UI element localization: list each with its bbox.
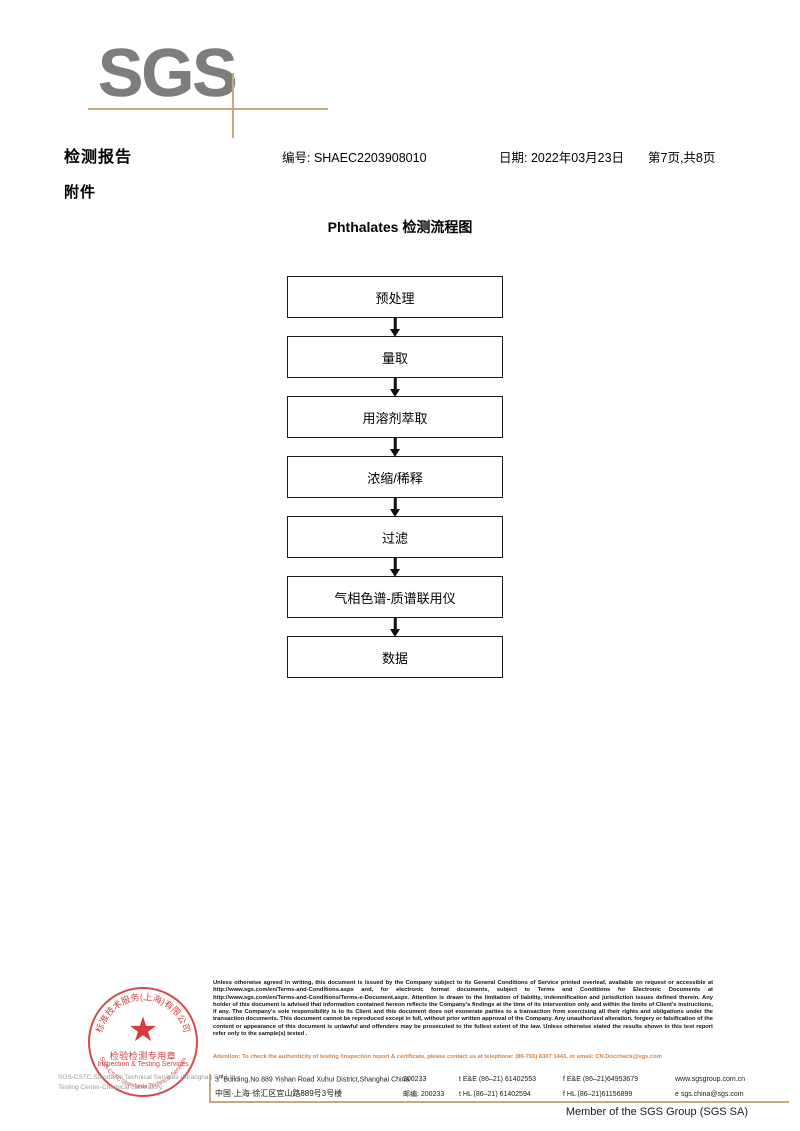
flow-arrow-down-icon [287,498,503,517]
address-row-cn: 中国·上海·徐汇区宜山路889号3号楼 邮编: 200233 t HL (86–… [215,1088,795,1102]
report-date: 日期: 2022年03月23日 [499,151,625,165]
sgs-logo: SGS [88,35,348,138]
flow-step-box: 量取 [287,336,503,378]
fax-ee: f E&E (86–21)64953679 [563,1076,639,1084]
flow-arrow-down-icon [287,378,503,397]
fax-hl: f HL (86–21)61156899 [563,1091,633,1098]
flow-arrow-down-icon [287,318,503,337]
seal-star-icon: ★ [127,1011,159,1049]
watermark-line-1: SGS-CSTC Standards Technical Services (S… [58,1074,237,1081]
page-indicator: 第7页,共8页 [648,151,716,165]
website-url[interactable]: www.sgsgroup.com.cn [675,1076,746,1084]
watermark-line-2: Testing Center-Chemical Laboratory. [58,1084,164,1091]
logo-vertical-rule [232,73,234,138]
address-divider-horizontal [209,1101,789,1103]
flow-arrow-down-icon [287,558,503,577]
flow-step-box: 气相色谱-质谱联用仪 [287,576,503,618]
member-of-group-text: Member of the SGS Group (SGS SA) [565,1106,748,1118]
address-ordinal-suffix: rd [218,1074,224,1080]
seal-arc-text: 标准技术服务(上海)有限公司 SGS-CSTC Standards Techni… [93,991,192,1090]
flow-step-box: 预处理 [287,276,503,318]
postcode-cn: 邮编: 200233 [403,1091,445,1098]
seal-center-en: Inspection & Testing Services [97,1061,189,1068]
address-block: 3rdBuilding,No.889 Yishan Road Xuhui Dis… [215,1074,795,1102]
postcode-en: 200233 [403,1076,427,1084]
flow-step-box: 过滤 [287,516,503,558]
address-row-en: 3rdBuilding,No.889 Yishan Road Xuhui Dis… [215,1074,795,1088]
address-cn: 中国·上海·徐汇区宜山路889号3号楼 [215,1089,343,1098]
page-title: 检测报告 [64,149,133,166]
flow-step-box: 数据 [287,636,503,678]
logo-horizontal-rule [88,108,328,110]
legal-terms-text: Unless otherwise agreed in writing, this… [213,980,713,1038]
flow-arrow-down-icon [287,438,503,457]
company-seal-stamp: 标准技术服务(上海)有限公司 SGS-CSTC Standards Techni… [84,983,202,1101]
sgs-logo-text: SGS [98,35,238,111]
attachment-label: 附件 [64,184,97,201]
address-en: 3rdBuilding,No.889 Yishan Road Xuhui Dis… [215,1074,410,1084]
flow-step-box: 浓缩/稀释 [287,456,503,498]
flowchart-title: Phthalates 检测流程图 [327,219,473,235]
flow-arrow-down-icon [287,618,503,637]
page-footer: 标准技术服务(上海)有限公司 SGS-CSTC Standards Techni… [0,978,800,1131]
email-address[interactable]: e sgs.china@sgs.com [675,1091,744,1098]
seal-center-cn: 检验检测专用章 [109,1051,177,1061]
tel-hl: t HL (86–21) 61402594 [459,1091,531,1098]
flow-step-box: 用溶剂萃取 [287,396,503,438]
attention-notice-text: Attention: To check the authenticity of … [213,1054,662,1060]
tel-ee: t E&E (86–21) 61402553 [459,1076,537,1084]
seal-outer-ring [88,987,198,1097]
flowchart: 预处理 量取 用溶剂萃取 浓缩/稀释 过滤 气相色谱-质谱联用仪 数据 [287,276,503,678]
report-number: 编号: SHAEC2203908010 [282,151,427,165]
address-divider-vertical [209,1074,211,1102]
